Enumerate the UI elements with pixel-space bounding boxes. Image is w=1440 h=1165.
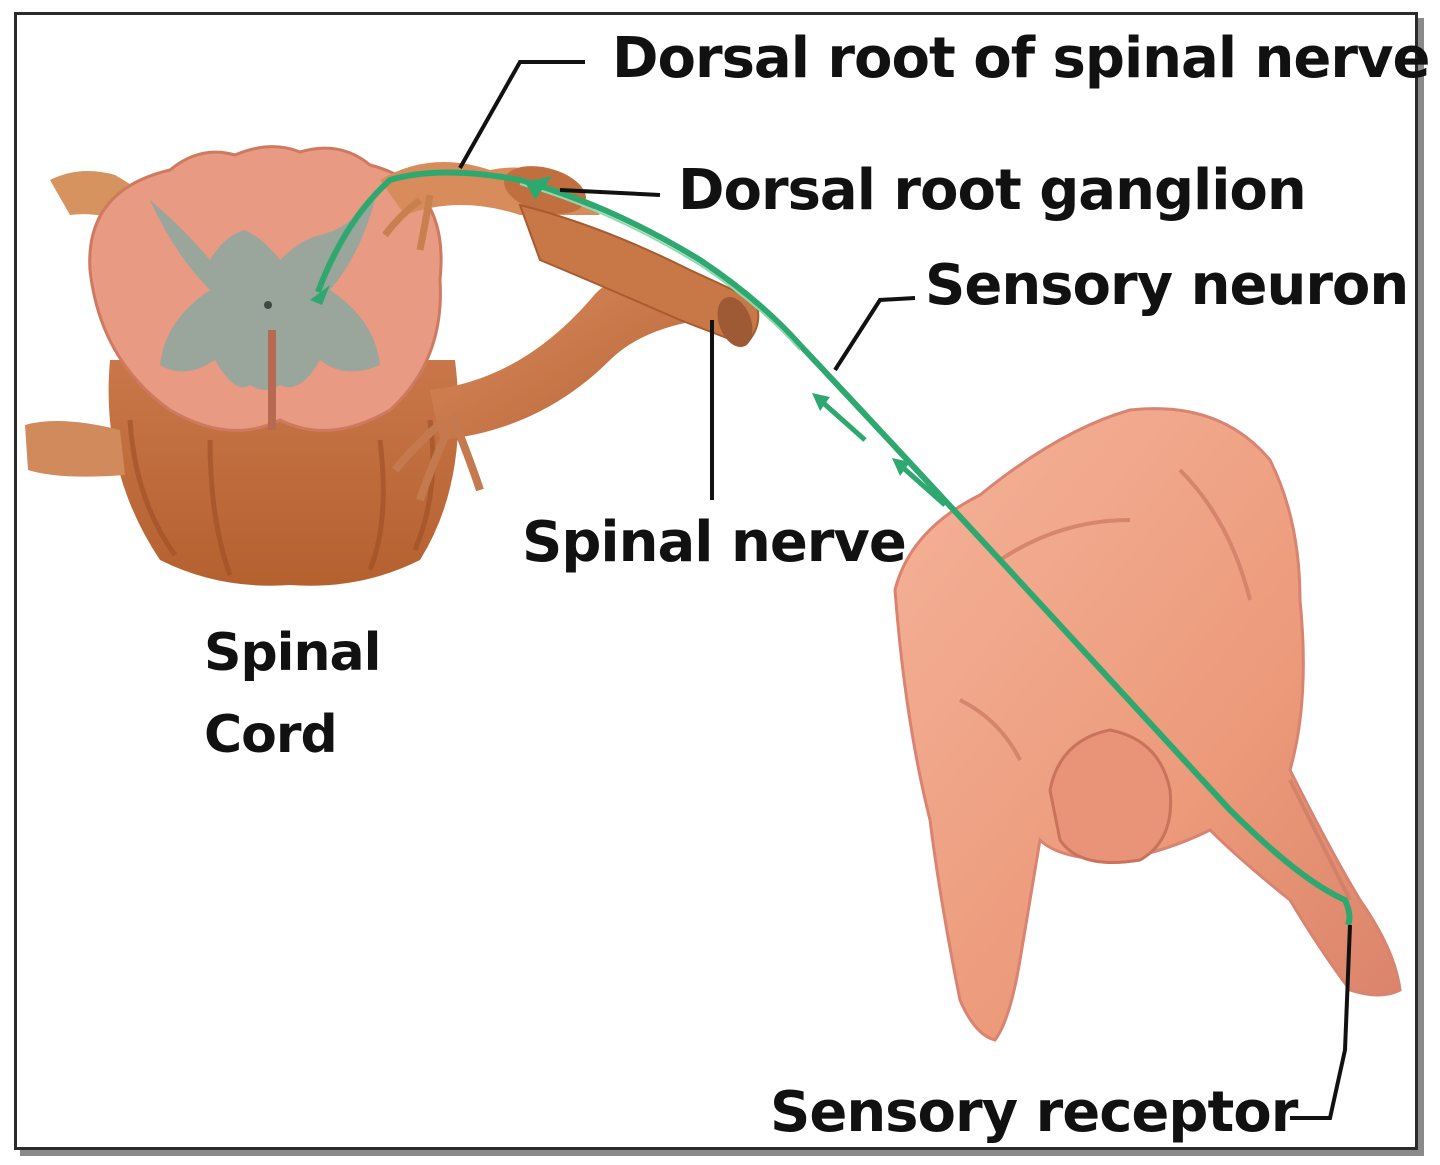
impulse-direction-arrow-2 [818,398,867,442]
label-dorsal-root-ganglion: Dorsal root ganglion [678,158,1307,223]
dorsal-rootlets [382,194,434,251]
sensory-neuron-axon [315,169,1353,927]
hand-creases [959,468,1352,901]
sensory-neuron-pathway [310,169,1353,927]
label-spinal-nerve: Spinal nerve [522,510,907,575]
spinal-cord-column-shading [127,419,436,576]
impulse-direction-arrowhead-1 [892,458,910,476]
leader-dorsal-root [458,60,585,169]
spinal-cord [25,145,459,586]
neuron-terminal-arrow [310,285,330,305]
left-nerve-stub-lower [25,421,125,477]
leader-lines [458,60,1352,1120]
label-dorsal-root: Dorsal root of spinal nerve [612,26,1430,91]
impulse-direction-arrow-1 [898,463,947,507]
spinal-nerve-cut-end [717,296,753,348]
leader-sensory-neuron [833,296,916,372]
leader-sensory-receptor [1290,924,1352,1120]
hand-thumb [1048,728,1173,864]
spinal-cord-gray-matter [150,200,380,390]
leader-ganglion [559,188,661,197]
spinal-nerve-trunk [518,203,760,347]
impulse-direction-arrowhead-2 [812,393,830,411]
label-spinal-cord-line2: Cord [204,705,338,765]
ventral-rootlets [391,413,484,502]
central-canal [264,301,272,309]
label-spinal-cord: Spinal Cord [204,612,381,776]
ventral-root [430,277,700,440]
label-spinal-cord-line1: Spinal [204,623,381,683]
label-sensory-receptor: Sensory receptor [770,1080,1298,1145]
sensory-neuron-axon-highlight [519,183,801,351]
ganglion-cell-body [525,176,552,200]
label-sensory-neuron: Sensory neuron [925,253,1409,318]
